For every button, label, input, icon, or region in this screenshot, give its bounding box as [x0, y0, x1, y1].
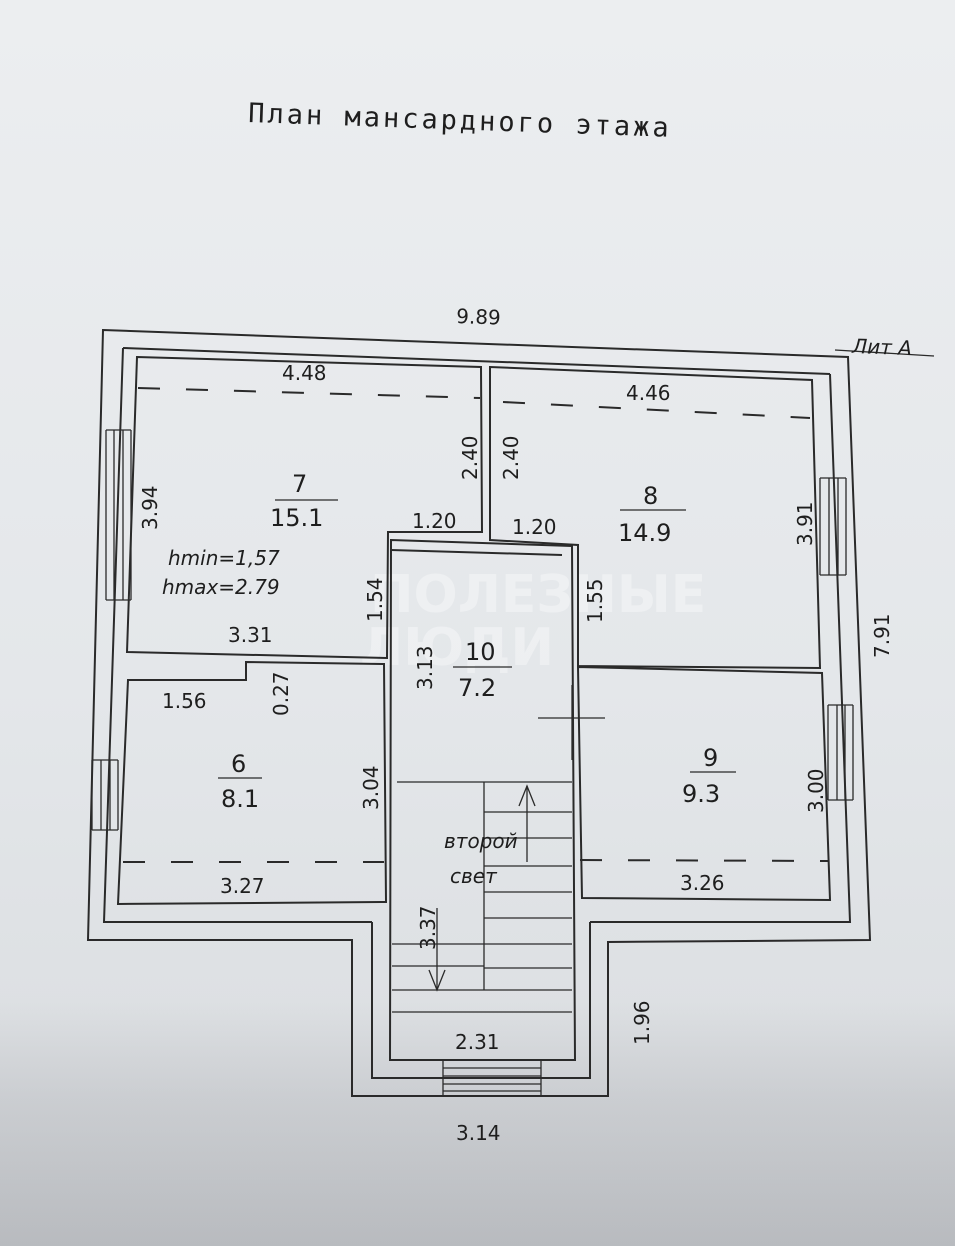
room-9-depth: 3.00: [804, 768, 828, 813]
watermark-line-1: ПОЛЕЗНЫЕ: [370, 565, 706, 625]
room-7-width-top: 4.48: [282, 361, 327, 385]
room-9-width-bottom: 3.26: [680, 871, 725, 895]
watermark-line-2: ЛЮДИ: [360, 618, 554, 678]
room-7-niche: 1.20: [412, 509, 457, 533]
room-8-height-left: 2.40: [499, 435, 523, 480]
lit-label: Лит А: [851, 334, 913, 360]
room-10-number: 10: [465, 638, 496, 666]
room-6-width-top: 1.56: [162, 689, 207, 713]
room-6-area: 8.1: [221, 785, 259, 813]
porch-steps: [442, 1060, 542, 1097]
room-6-number: 6: [231, 750, 246, 778]
room-6-step: 0.27: [269, 671, 293, 716]
room-10-stair: [388, 538, 605, 1061]
room-6-width-bottom: 3.27: [220, 874, 265, 898]
porch-depth: 1.96: [630, 1000, 654, 1045]
room-9-number: 9: [703, 744, 718, 772]
room-9: [576, 665, 832, 902]
room-7-height-right: 2.40: [458, 435, 482, 480]
room-9-area: 9.3: [682, 780, 720, 808]
room-7-area: 15.1: [270, 504, 323, 532]
room-7-depth: 3.94: [138, 485, 162, 530]
plan-title: План мансардного этажа: [248, 98, 672, 144]
room-8-depth: 3.91: [793, 501, 817, 546]
phone-shadow: [0, 1000, 955, 1246]
window-room-6: [91, 759, 119, 831]
room-7-width-bottom: 3.31: [228, 623, 273, 647]
room-6-depth: 3.04: [359, 765, 383, 810]
stair-bottom-width: 2.31: [455, 1030, 500, 1054]
hmin-label: hmin=1,57: [168, 546, 280, 570]
room-7-step: 1.54: [363, 577, 387, 622]
room-6: [116, 660, 388, 906]
room-7: [125, 355, 484, 660]
total-width-label: 9.89: [456, 304, 501, 330]
room-8-number: 8: [643, 482, 658, 510]
hmax-label: hmax=2.79: [162, 575, 280, 599]
stair-length: 3.37: [416, 905, 440, 950]
room-10-area: 7.2: [458, 674, 496, 702]
outer-walls: [86, 328, 935, 1097]
porch-width: 3.14: [456, 1121, 501, 1145]
room-8-step: 1.55: [583, 578, 607, 623]
window-room-7: [105, 429, 132, 601]
room-8-niche: 1.20: [512, 515, 557, 539]
window-room-9: [827, 704, 854, 801]
room-10-depth: 3.13: [413, 645, 437, 690]
total-depth-label: 7.91: [870, 613, 894, 658]
room-7-number: 7: [292, 470, 307, 498]
window-room-8: [819, 477, 847, 576]
room-8-width-top: 4.46: [626, 381, 671, 405]
second-light-line-1: второй: [444, 829, 518, 853]
room-8-area: 14.9: [618, 519, 671, 547]
second-light-line-2: свет: [450, 864, 498, 888]
